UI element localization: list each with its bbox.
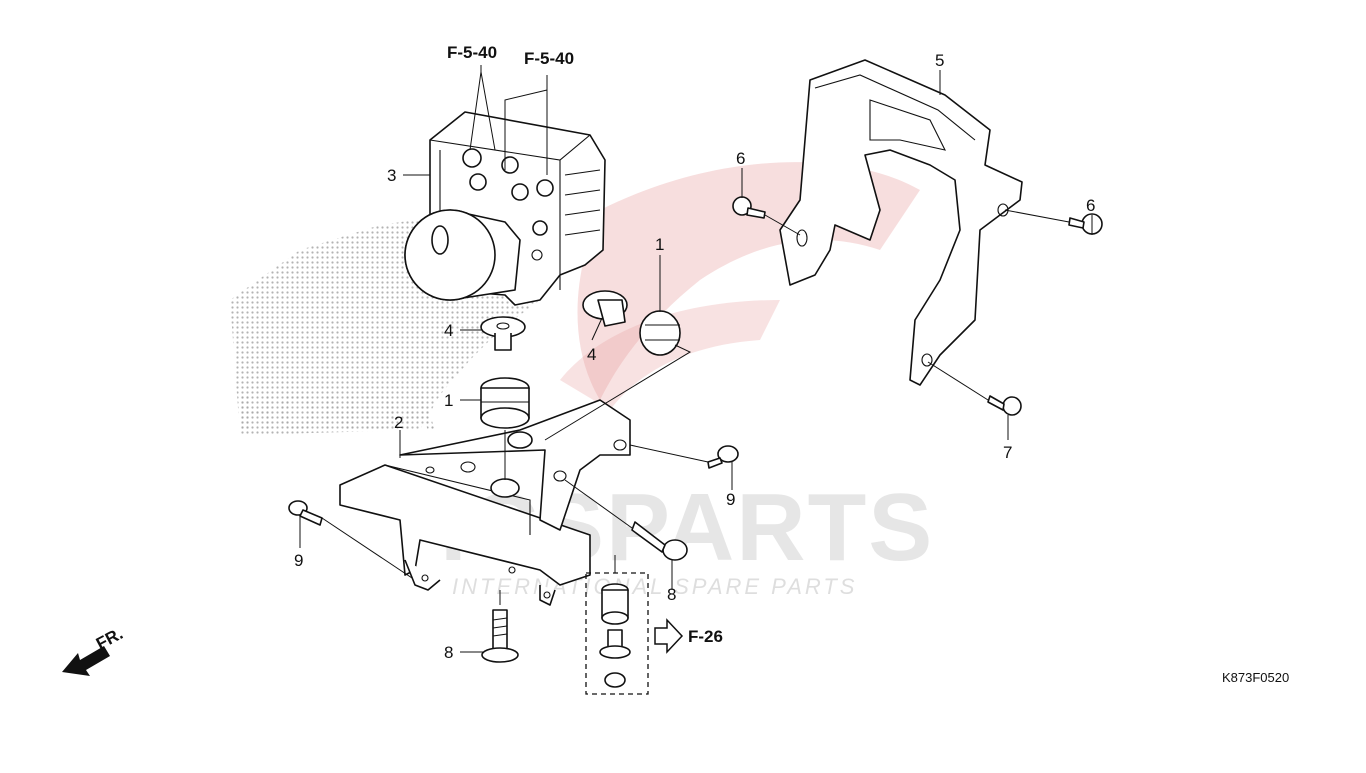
ref-label-f26: F-26 [688,627,723,646]
red-wing-watermark-lower [560,300,780,410]
callout-4-right: 4 [587,345,596,364]
ref-label-f5-40-a: F-5-40 [447,43,497,62]
callout-9-left: 9 [294,551,303,570]
callout-1-upper: 1 [655,235,664,254]
bolt-8-bottom [481,609,519,663]
callout-8-right: 8 [667,585,676,604]
abs-cover [779,59,1023,386]
callout-1-left: 1 [444,391,453,410]
callout-6-right: 6 [1086,196,1095,215]
bolt-8-long [631,521,688,561]
callout-4-left: 4 [444,321,453,340]
grommet-left [480,377,530,429]
callout-7: 7 [1003,443,1012,462]
ref-label-f5-40-b: F-5-40 [524,49,574,68]
callout-5: 5 [935,51,944,70]
bolt-9-left [288,500,323,526]
screw-7 [987,395,1022,416]
screw-6-right [1068,213,1103,235]
drawing-code: K873F0520 [1222,670,1289,685]
abs-bracket [339,399,631,606]
screw-6-left [732,196,766,219]
leader-lines [299,65,1093,653]
front-direction-arrow-icon [62,646,110,676]
honda-logo-text: HONDA [238,384,439,442]
reference-arrow-icon [654,618,684,654]
abs-modulator [404,111,606,306]
collar-left [480,316,526,351]
callout-8-bottom: 8 [444,643,453,662]
callout-9-right: 9 [726,490,735,509]
callout-6-left: 6 [736,149,745,168]
callout-3: 3 [387,166,396,185]
front-label: FR. [93,624,126,654]
bolt-9-right [707,445,739,469]
callout-2: 2 [394,413,403,432]
grommet-upper [582,290,681,356]
watermark-subtitle: INTERNATIONAL SPARE PARTS [452,574,857,599]
kit-box [585,572,649,695]
